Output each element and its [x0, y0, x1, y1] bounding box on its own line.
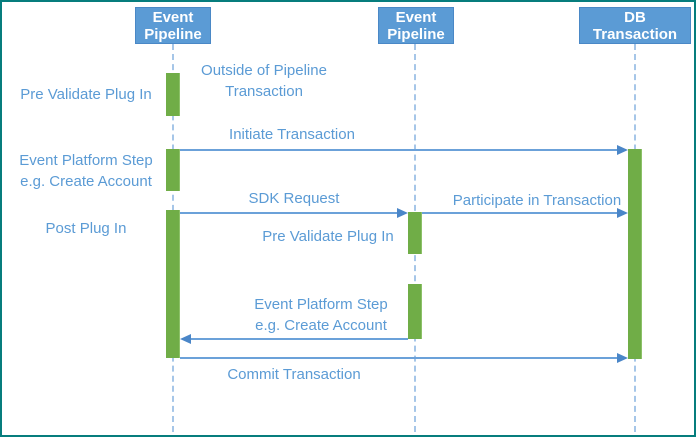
label-line1: Event Platform Step — [254, 296, 388, 313]
message-arrow-initiate-transaction — [180, 145, 628, 155]
arrowhead-right-icon — [397, 208, 408, 218]
message-arrow-commit-transaction — [180, 353, 628, 363]
actor-db-transaction: DB Transaction — [579, 7, 691, 44]
label-line1: Event Platform Step — [19, 152, 153, 169]
label-initiate-transaction: Initiate Transaction — [229, 126, 355, 143]
label-line2: Transaction — [225, 83, 303, 100]
arrow-line — [422, 212, 626, 214]
label-event-platform-step-mid: Event Platform Step e.g. Create Account — [241, 294, 401, 336]
arrow-line — [180, 357, 626, 359]
label-line1: Outside of Pipeline — [201, 62, 327, 79]
label-line2: e.g. Create Account — [255, 317, 387, 334]
label-line2: e.g. Create Account — [20, 173, 152, 190]
actor-label-line1: Event — [395, 9, 437, 26]
actor-label-line1: DB — [624, 9, 646, 26]
arrowhead-right-icon — [617, 353, 628, 363]
arrowhead-right-icon — [617, 145, 628, 155]
arrowhead-left-icon — [180, 334, 191, 344]
activation-bar-event-platform-1 — [166, 149, 180, 191]
label-commit-transaction: Commit Transaction — [227, 366, 361, 383]
actor-event-pipeline-2: Event Pipeline — [378, 7, 454, 44]
arrow-line — [180, 149, 626, 151]
actor-label-line1: Event — [152, 9, 194, 26]
actor-label-line2: Pipeline — [387, 26, 445, 43]
label-participate-in-transaction: Participate in Transaction — [452, 192, 622, 209]
actor-label-line2: Transaction — [592, 26, 678, 43]
label-outside-of-pipeline-transaction: Outside of Pipeline Transaction — [184, 60, 344, 102]
arrowhead-right-icon — [617, 208, 628, 218]
activation-bar-pre-validate-1 — [166, 73, 180, 116]
label-pre-validate-plugin-left: Pre Validate Plug In — [20, 86, 152, 103]
activation-bar-post-plugin — [166, 210, 180, 358]
message-arrow-participate-in-transaction — [422, 208, 628, 218]
activation-bar-event-platform-2 — [408, 284, 422, 339]
activation-bar-pre-validate-2 — [408, 212, 422, 254]
activation-bar-db-transaction — [628, 149, 642, 359]
label-event-platform-step-left: Event Platform Step e.g. Create Account — [7, 150, 165, 192]
message-arrow-sdk-request — [180, 208, 408, 218]
arrow-line — [182, 338, 408, 340]
actor-label-line2: Pipeline — [144, 26, 202, 43]
label-sdk-request: SDK Request — [248, 190, 340, 207]
label-post-plugin: Post Plug In — [45, 220, 127, 237]
label-pre-validate-plugin-mid: Pre Validate Plug In — [262, 228, 394, 245]
arrow-line — [180, 212, 406, 214]
message-arrow-return — [180, 334, 408, 344]
actor-event-pipeline-1: Event Pipeline — [135, 7, 211, 44]
